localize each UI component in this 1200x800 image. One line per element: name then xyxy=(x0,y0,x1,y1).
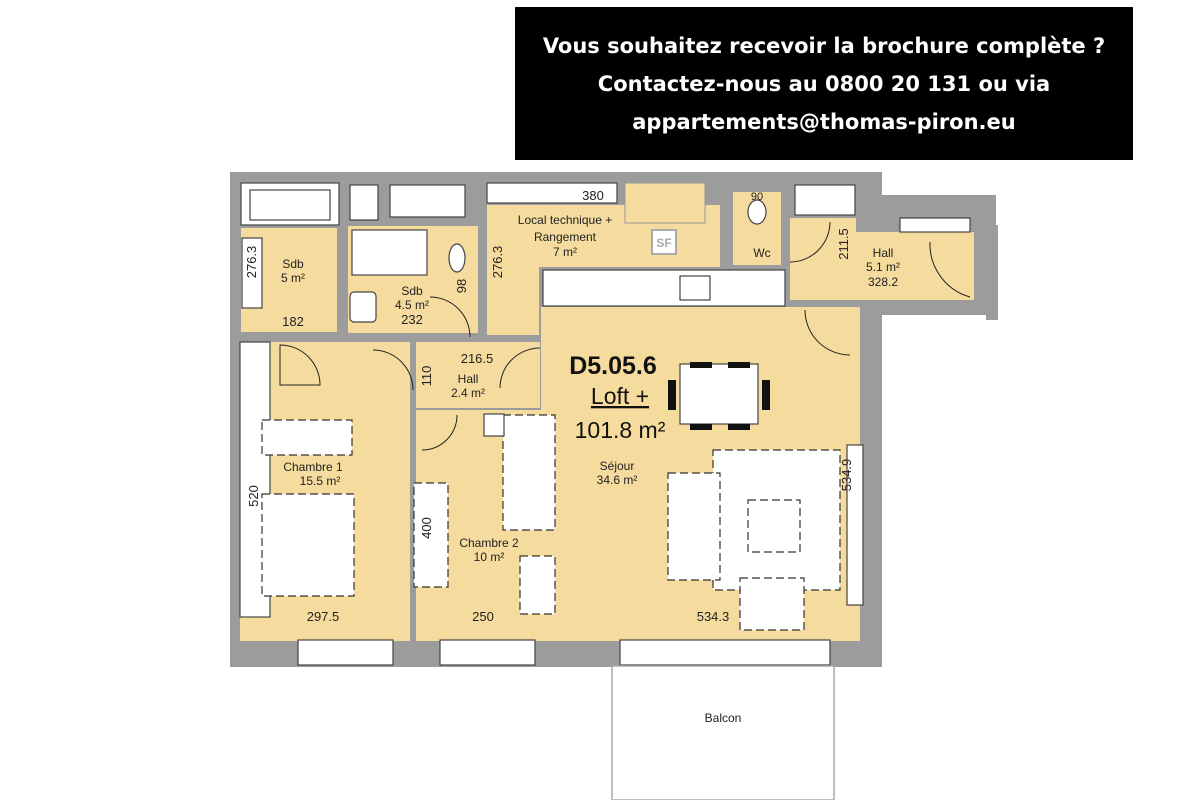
contact-banner: Vous souhaitez recevoir la brochure comp… xyxy=(515,7,1133,160)
dim-chambre1-w: 297.5 xyxy=(307,609,340,624)
banner-line-3: appartements@thomas-piron.eu xyxy=(632,109,1016,134)
banner-line-1: Vous souhaitez recevoir la brochure comp… xyxy=(542,33,1106,58)
wardrobe-2 xyxy=(413,482,449,588)
label-sf: SF xyxy=(656,236,671,250)
dim-local-w: 380 xyxy=(582,188,604,203)
bed-double xyxy=(261,493,355,597)
label-hall-area: 2.4 m² xyxy=(451,386,485,400)
window xyxy=(297,639,394,666)
label-balcon: Balcon xyxy=(705,711,742,725)
unit-area: 101.8 m² xyxy=(575,417,666,443)
balcony xyxy=(611,665,835,800)
label-chambre1-name: Chambre 1 xyxy=(283,460,343,474)
wardrobe xyxy=(261,419,353,456)
dim-sdb2-w: 232 xyxy=(401,312,423,327)
unit-type: Loft + xyxy=(591,383,649,409)
label-local-name-2: Rangement xyxy=(534,230,597,244)
label-local-name: Local technique + xyxy=(518,213,612,227)
dim-chambre1-h: 520 xyxy=(246,485,261,507)
label-hall-entry-area: 5.1 m² xyxy=(866,260,900,274)
label-chambre1-area: 15.5 m² xyxy=(300,474,341,488)
dining-table xyxy=(679,363,759,425)
banner-line-2: Contactez-nous au 0800 20 131 ou via xyxy=(597,71,1051,96)
dim-sejour-h: 534.9 xyxy=(839,459,854,492)
desk xyxy=(519,555,556,615)
dim-sejour-w: 534.3 xyxy=(697,609,730,624)
shower xyxy=(351,229,428,276)
unit-code: D5.05.6 xyxy=(569,352,657,380)
label-sdb2-area: 4.5 m² xyxy=(395,298,429,312)
label-hall-entry-name: Hall xyxy=(873,246,894,260)
dim-hall-w: 216.5 xyxy=(461,351,494,366)
label-chambre2-name: Chambre 2 xyxy=(459,536,519,550)
sink xyxy=(349,291,377,323)
dim-wc: 90 xyxy=(751,191,763,203)
label-sejour-name: Séjour xyxy=(600,459,635,473)
label-sdb1-area: 5 m² xyxy=(281,271,305,285)
dim-hall-h: 110 xyxy=(419,366,434,387)
room-hall-entry xyxy=(790,218,856,300)
window xyxy=(619,639,831,666)
label-wc: Wc xyxy=(753,246,770,260)
coffee-table xyxy=(747,499,801,553)
dim-sdb1-w: 182 xyxy=(282,314,304,329)
label-hall-name: Hall xyxy=(458,372,479,386)
dim-chambre2-w: 250 xyxy=(472,609,494,624)
dim-hall-entry-w: 328.2 xyxy=(868,275,898,289)
labels: Sdb 5 m² 182 276.3 Sdb 4.5 m² 232 98 Loc… xyxy=(244,188,900,725)
label-chambre2-area: 10 m² xyxy=(474,550,505,564)
label-sdb2-name: Sdb xyxy=(401,284,423,298)
sofa xyxy=(667,472,721,581)
window xyxy=(439,639,536,666)
label-sejour-area: 34.6 m² xyxy=(597,473,638,487)
bed-single xyxy=(502,414,556,531)
label-sdb1-name: Sdb xyxy=(282,257,304,271)
tv-cabinet xyxy=(846,444,864,606)
armchair xyxy=(739,577,805,631)
dim-local-h: 276.3 xyxy=(490,246,505,279)
toilet xyxy=(448,243,466,273)
label-local-area: 7 m² xyxy=(553,245,577,259)
dim-hall-entry-h: 211.5 xyxy=(836,228,851,260)
rooms xyxy=(239,182,974,800)
dim-chambre2-h: 400 xyxy=(419,517,434,539)
dim-sdb2-h: 98 xyxy=(454,279,469,293)
room-hall xyxy=(416,342,540,408)
kitchen-counter xyxy=(542,269,786,307)
dim-sdb1-h: 276.3 xyxy=(244,246,259,279)
